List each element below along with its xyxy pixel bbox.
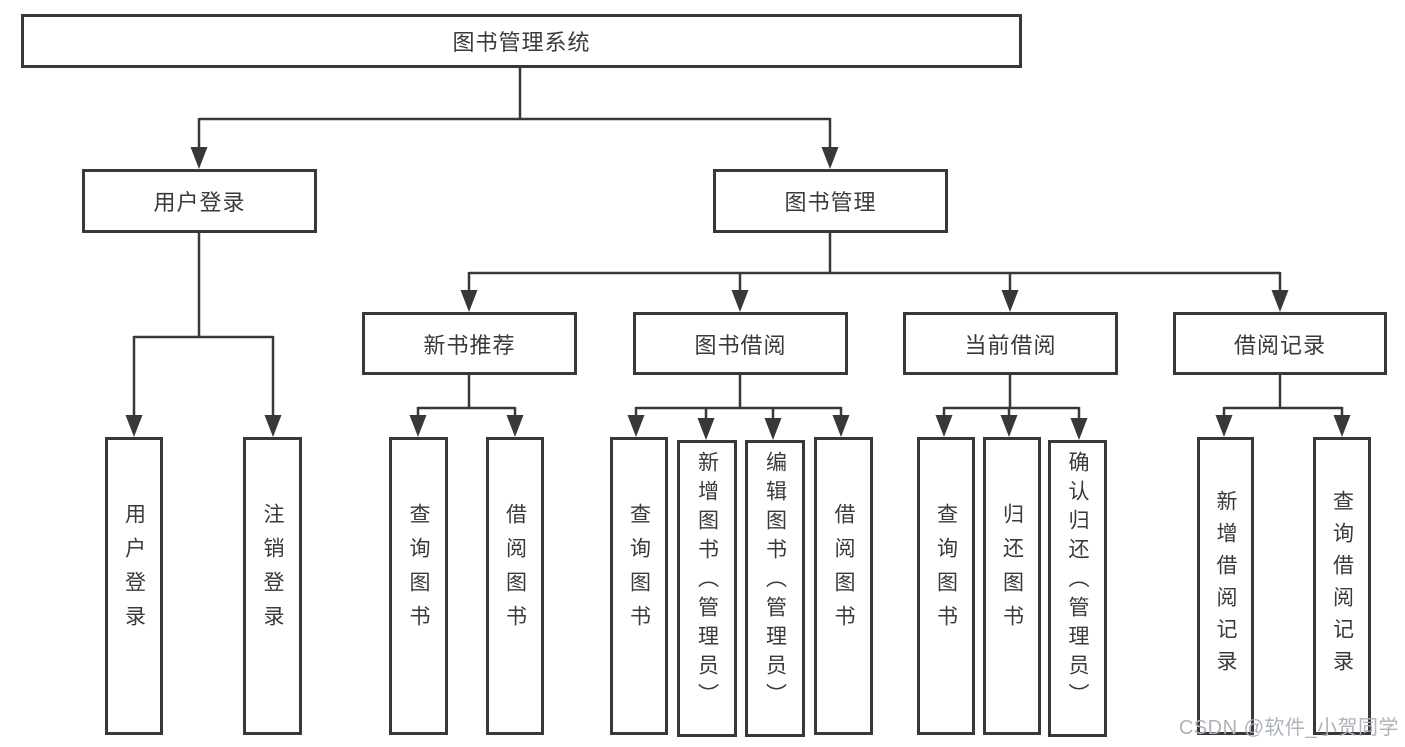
node-label: 当前借阅: [964, 332, 1057, 358]
arrow-down-icon: [460, 290, 478, 312]
node-edit-books-admin: 编辑图书（管理员）: [745, 440, 805, 737]
node-book-management: 图书管理: [713, 169, 948, 233]
arrow-down-icon: [832, 415, 850, 437]
node-label: 归还图书: [1000, 503, 1024, 639]
connector-current-borrowing-children: [935, 375, 1088, 440]
node-label: 新增图书（管理员）: [695, 451, 719, 712]
node-add-borrow-record: 新增借阅记录: [1197, 437, 1254, 735]
csdn-watermark: CSDN @软件_小贺同学: [1178, 717, 1399, 739]
arrow-down-icon: [697, 418, 715, 440]
node-label: 图书借阅: [694, 332, 787, 358]
node-label: 查询图书: [407, 503, 430, 639]
arrow-down-icon: [935, 415, 953, 437]
arrow-down-icon: [1333, 415, 1351, 437]
node-borrow-books: 借阅图书: [814, 437, 873, 735]
node-query-books: 查询图书: [917, 437, 975, 735]
node-label: 用户登录: [122, 503, 146, 639]
arrow-down-icon: [821, 147, 839, 169]
node-confirm-return-admin: 确认归还（管理员）: [1048, 440, 1107, 737]
node-return-books: 归还图书: [983, 437, 1041, 735]
node-new-book-recommendation: 新书推荐: [362, 312, 577, 375]
node-library-management-system: 图书管理系统: [21, 14, 1022, 68]
node-label: 查询图书: [934, 503, 958, 639]
arrow-down-icon: [1000, 415, 1018, 437]
arrow-down-icon: [125, 415, 143, 437]
connector-borrowing-records-children: [1215, 375, 1351, 437]
connector-user-login-children: [125, 233, 282, 437]
arrow-down-icon: [731, 290, 749, 312]
node-label: 注销登录: [261, 503, 284, 639]
node-label: 用户登录: [153, 190, 246, 215]
node-label: 新书推荐: [423, 332, 516, 358]
node-query-borrow-record: 查询借阅记录: [1313, 437, 1371, 735]
node-user-login: 用户登录: [82, 169, 317, 233]
node-label: 借阅图书: [832, 503, 855, 639]
arrow-down-icon: [506, 415, 524, 437]
node-label: 借阅图书: [503, 503, 527, 639]
node-label: 借阅记录: [1233, 332, 1326, 358]
node-label: 图书管理: [784, 190, 877, 215]
node-label: 新增借阅记录: [1214, 490, 1237, 682]
node-label: 编辑图书（管理员）: [763, 451, 787, 712]
node-query-books: 查询图书: [389, 437, 448, 735]
arrow-down-icon: [764, 418, 782, 440]
node-add-books-admin: 新增图书（管理员）: [677, 440, 737, 737]
node-label: 图书管理系统: [452, 30, 591, 55]
connector-book-management-children: [460, 233, 1289, 312]
node-current-borrowing: 当前借阅: [903, 312, 1118, 375]
node-label: 查询借阅记录: [1330, 490, 1354, 682]
connector-new-book-rec-children: [409, 375, 524, 437]
node-borrowing-records: 借阅记录: [1173, 312, 1387, 375]
arrow-down-icon: [1001, 290, 1019, 312]
node-query-books: 查询图书: [610, 437, 668, 735]
arrow-down-icon: [190, 147, 208, 169]
arrow-down-icon: [1215, 415, 1233, 437]
arrow-down-icon: [264, 415, 282, 437]
node-borrow-books: 借阅图书: [486, 437, 544, 735]
node-label: 确认归还（管理员）: [1066, 451, 1089, 712]
node-book-borrowing: 图书借阅: [633, 312, 848, 375]
node-user-login-action: 用户登录: [105, 437, 163, 735]
arrow-down-icon: [1070, 418, 1088, 440]
connector-book-borrowing-children: [627, 375, 850, 440]
node-label: 查询图书: [627, 503, 651, 639]
connector-root-to-level2: [190, 68, 839, 169]
arrow-down-icon: [409, 415, 427, 437]
node-logout: 注销登录: [243, 437, 302, 735]
arrow-down-icon: [627, 415, 645, 437]
arrow-down-icon: [1271, 290, 1289, 312]
